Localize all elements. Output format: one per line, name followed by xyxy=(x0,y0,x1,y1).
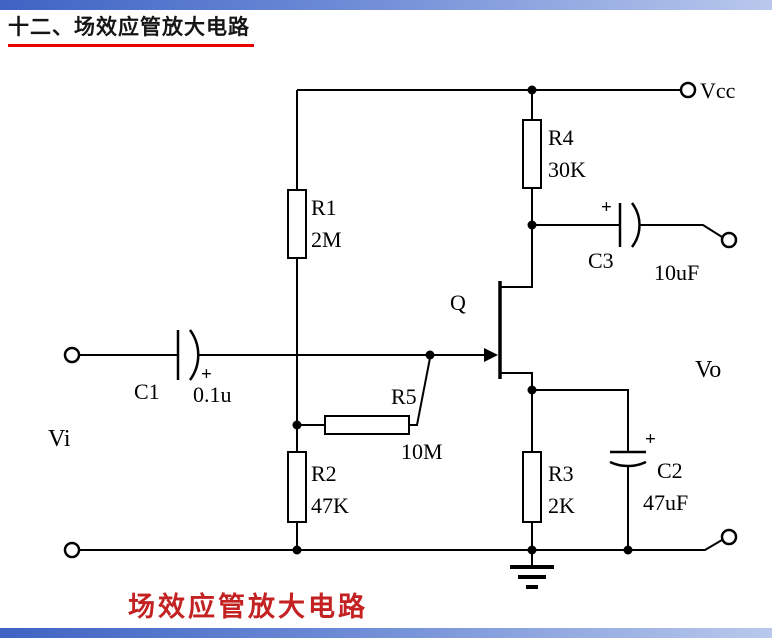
resistor-r2-body xyxy=(287,451,307,523)
circuit-caption: 场效应管放大电路 xyxy=(128,592,368,622)
junction-dot xyxy=(527,220,537,230)
capacitor-c3-plate-curved xyxy=(630,202,641,248)
label-r4-name: R4 xyxy=(548,125,574,150)
label-r5-value: 10M xyxy=(401,439,443,464)
label-r5-name: R5 xyxy=(391,384,417,409)
terminal-output xyxy=(720,231,738,249)
label-q: Q xyxy=(450,290,466,315)
jfet-gate-arrow-icon xyxy=(484,348,498,362)
label-c2-value: 47uF xyxy=(643,490,688,515)
label-r3-name: R3 xyxy=(548,461,574,486)
terminal-input xyxy=(63,346,81,364)
resistor-r1-body xyxy=(287,189,307,259)
capacitors xyxy=(176,202,647,468)
label-vcc: Vcc xyxy=(700,78,736,103)
label-c1-value: 0.1u xyxy=(193,382,232,407)
junction-dots xyxy=(292,85,633,555)
wire-source xyxy=(500,372,533,452)
label-r3-value: 2K xyxy=(548,493,575,518)
resistor-r4-body xyxy=(522,119,542,189)
resistor-r3-body xyxy=(522,451,542,523)
resistor-r5-body xyxy=(324,415,410,435)
label-r4-value: 30K xyxy=(548,157,586,182)
wire-c2-top-lead xyxy=(532,389,629,452)
label-vo: Vo xyxy=(695,357,721,383)
terminal-input-ground xyxy=(63,541,81,559)
label-r1-value: 2M xyxy=(311,227,342,252)
label-vi: Vi xyxy=(48,426,71,452)
label-c1-polarity: + xyxy=(201,364,212,385)
terminals xyxy=(63,81,738,559)
label-c2-polarity: + xyxy=(645,429,656,450)
junction-dot xyxy=(527,385,537,395)
label-r1-name: R1 xyxy=(311,195,337,220)
component-labels: Vcc Vi Vo Q R1 2M R4 30K R2 47K R3 2K R5… xyxy=(48,78,736,518)
capacitor-c2-plate-curved xyxy=(609,460,647,468)
junction-dot xyxy=(623,545,633,555)
label-r2-name: R2 xyxy=(311,461,337,486)
label-c3-value: 10uF xyxy=(654,260,699,285)
label-c1-name: C1 xyxy=(134,379,160,404)
wire-c3-to-output xyxy=(640,224,723,238)
label-r2-value: 47K xyxy=(311,493,349,518)
bottom-accent-bar xyxy=(0,628,772,638)
wire-r5-right-lead xyxy=(409,357,431,426)
terminal-output-ground xyxy=(720,528,738,546)
label-c3-polarity: + xyxy=(601,197,612,218)
junction-dot xyxy=(292,545,302,555)
junction-dot xyxy=(527,545,537,555)
top-accent-bar xyxy=(0,0,772,10)
wire-drain xyxy=(500,188,533,288)
wire-bottom-rail xyxy=(79,539,723,551)
ground-symbol-icon xyxy=(510,565,554,589)
label-c3-name: C3 xyxy=(588,248,614,273)
junction-dot xyxy=(527,85,537,95)
label-c2-name: C2 xyxy=(657,458,683,483)
circuit-wires xyxy=(79,89,723,567)
page-title: 十二、场效应管放大电路 xyxy=(8,11,254,47)
resistors xyxy=(287,119,542,523)
jfet-q-symbol xyxy=(484,281,502,379)
junction-dot xyxy=(425,350,435,360)
terminal-vcc xyxy=(679,81,697,99)
capacitor-c1-plate-curved xyxy=(188,329,200,381)
junction-dot xyxy=(292,420,302,430)
